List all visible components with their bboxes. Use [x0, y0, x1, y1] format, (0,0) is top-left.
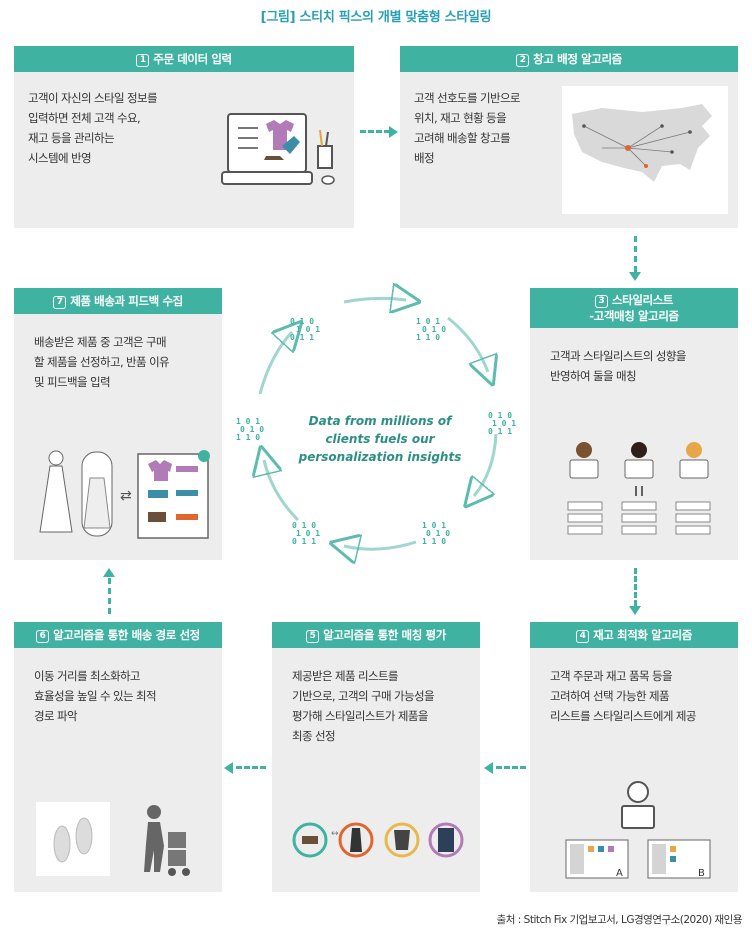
list-label-b: B [698, 868, 705, 879]
step-4-title: 재고 최적화 알고리즘 [593, 628, 692, 642]
stylist-desk-icon [565, 781, 711, 879]
binary-cluster: 0 1 0 [290, 317, 314, 326]
arrow-3-to-4-head [629, 606, 641, 615]
step-4-number: 4 [576, 630, 590, 643]
fitting-icon: ⇄ [39, 450, 210, 539]
svg-text:1 1 0: 1 1 0 [416, 333, 440, 342]
arrow-6-to-7 [108, 578, 111, 614]
step-3-title: 스타일리스트 [611, 293, 674, 307]
svg-text:1 0 1: 1 0 1 [296, 529, 320, 538]
source-note: 출처 : Stitch Fix 기업보고서, LG경영연구소(2020) 재인용 [496, 914, 743, 926]
binary-cluster: 0 1 0 [292, 521, 316, 530]
list-label-a: A [616, 868, 623, 879]
step-3-number: 3 [594, 295, 608, 308]
step-4-text: 고객 주문과 재고 품목 등을 고려하여 선택 가능한 제품 리스트를 스타일리… [550, 669, 696, 723]
page-title: [그림] 스티치 픽스의 개별 맞춤형 스타일링 [260, 10, 492, 25]
step-7-title: 제품 배송과 피드백 수집 [70, 294, 183, 308]
step-1-number: 1 [136, 54, 150, 67]
step-6-number: 6 [36, 630, 50, 643]
us-map-icon [562, 86, 728, 214]
svg-text:↔: ↔ [331, 829, 339, 839]
svg-text:0 1 0: 0 1 0 [240, 425, 264, 434]
svg-text:0 1 0: 0 1 0 [426, 529, 450, 538]
binary-cluster: 1 0 1 [422, 521, 446, 530]
binary-cluster: 0 1 0 [488, 411, 512, 420]
step-3-title-line2: -고객매칭 알고리즘 [589, 309, 679, 323]
step-5-number: 5 [306, 630, 320, 643]
arrow-4-to-5 [496, 766, 526, 769]
step-5-text: 제공받은 제품 리스트를 기반으로, 고객의 구매 가능성을 평가해 스타일리스… [292, 669, 435, 743]
arrow-1-to-2-head [389, 126, 398, 138]
arrow-5-to-6-head [224, 762, 233, 774]
svg-text:0 1 0: 0 1 0 [422, 325, 446, 334]
binary-cluster: 1 0 1 [416, 317, 440, 326]
svg-text:0 1 1: 0 1 1 [290, 333, 314, 342]
svg-text:1 0 1: 1 0 1 [296, 325, 320, 334]
arrow-4-to-5-head [484, 762, 493, 774]
arrow-2-to-3-head [629, 272, 641, 281]
step-3-text: 고객과 스타일리스트의 성향을 반영하여 둘을 매칭 [550, 349, 686, 383]
svg-text:0 1 1: 0 1 1 [488, 427, 512, 436]
svg-text:1 0 1: 1 0 1 [492, 419, 516, 428]
svg-text:1 1 0: 1 1 0 [422, 537, 446, 546]
svg-text:0 1 1: 0 1 1 [292, 537, 316, 546]
clothing-rings-icon: ↔ [292, 822, 464, 858]
binary-cluster: 1 0 1 [236, 417, 260, 426]
step-7-number: 7 [53, 296, 67, 309]
step-2-title: 창고 배정 알고리즘 [533, 52, 622, 66]
arrow-5-to-6 [236, 766, 266, 769]
stylists-icon [567, 442, 711, 535]
svg-text:⇄: ⇄ [120, 488, 132, 504]
step-6-title: 알고리즘을 통한 배송 경로 선정 [53, 628, 200, 642]
step-1-text: 고객이 자신의 스타일 정보를 입력하면 전체 고객 수요, 재고 등을 관리하… [28, 91, 158, 165]
step-6-text: 이동 거리를 최소화하고 효율성을 높일 수 있는 최적 경로 파악 [34, 669, 157, 723]
step-7-text: 배송받은 제품 중 고객은 구매 할 제품을 선정하고, 반품 이유 및 피드백… [34, 335, 170, 389]
arrow-3-to-4 [634, 568, 637, 606]
step-2-number: 2 [516, 54, 530, 67]
arrow-1-to-2 [360, 130, 390, 133]
svg-text:1 1 0: 1 1 0 [236, 433, 260, 442]
step-2-text: 고객 선호도를 기반으로 위치, 재고 현황 등을 고려해 배송할 창고를 배정 [414, 91, 521, 165]
footprints-icon [36, 802, 190, 876]
center-caption: Data from millions of clients fuels our … [298, 414, 462, 464]
arrow-2-to-3 [634, 236, 637, 272]
laptop-icon [221, 113, 335, 185]
data-cycle-diagram: 0 1 01 0 10 1 1 1 0 10 1 01 1 0 0 1 01 0… [236, 284, 516, 574]
step-1-title: 주문 데이터 입력 [153, 52, 232, 66]
step-5-title: 알고리즘을 통한 매칭 평가 [323, 628, 446, 642]
arrow-6-to-7-head [103, 568, 115, 577]
